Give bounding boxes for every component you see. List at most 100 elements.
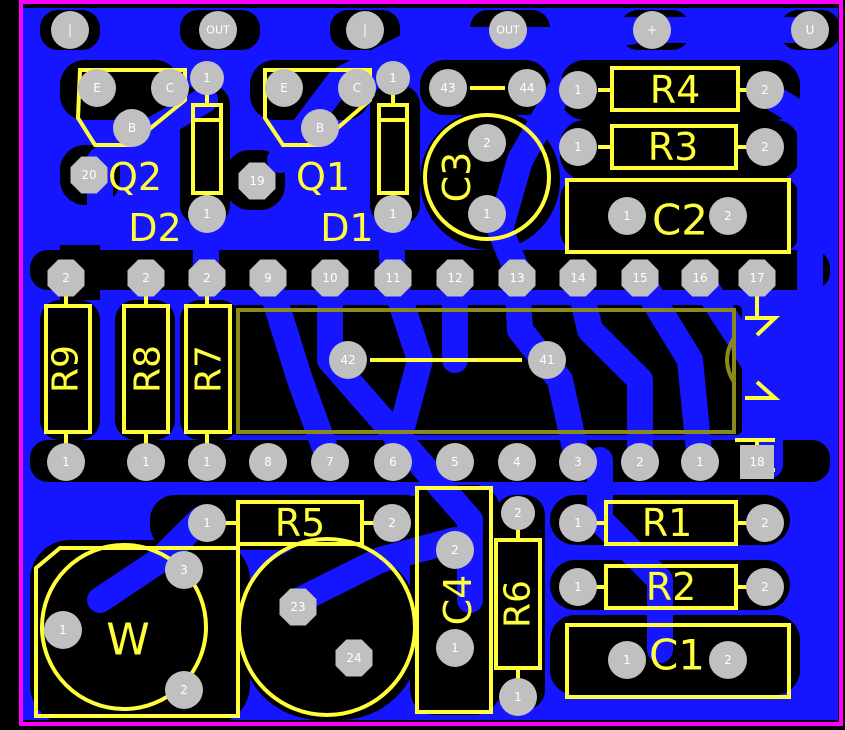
pad-q2-c: C [151, 69, 189, 107]
pad-number: 1 [451, 641, 459, 655]
pad-number: 1 [696, 455, 704, 469]
pad-number: 9 [264, 271, 272, 285]
pad-c1-2: 2 [709, 641, 747, 679]
label-w: W [106, 615, 150, 666]
pad-shape [346, 11, 384, 49]
pad-shape [436, 259, 474, 297]
pad-number: 5 [451, 455, 459, 469]
pad-shape [429, 69, 467, 107]
pad-number: 2 [451, 543, 459, 557]
pad-number: C [166, 81, 174, 95]
pad-number: 13 [509, 271, 524, 285]
pad-p17: 17 [738, 259, 776, 297]
pad-number: | [68, 23, 72, 37]
pad-c4-2: 2 [436, 531, 474, 569]
pad-shape [51, 11, 89, 49]
pad-number: 2 [636, 455, 644, 469]
pad-number: 2 [388, 516, 396, 530]
pad-p18: 18 [740, 445, 774, 479]
pad-number: 2 [142, 271, 150, 285]
pad-number: 2 [761, 83, 769, 97]
label-d1: D1 [320, 206, 373, 250]
pad-shape [489, 11, 527, 49]
pad-r1-2: 2 [746, 504, 784, 542]
pad-p1: 1 [681, 443, 719, 481]
pad-p8: 8 [249, 443, 287, 481]
pad-number: 1 [62, 455, 70, 469]
pad-shape [238, 162, 276, 200]
pad-d2-k: 1 [188, 195, 226, 233]
pad-number: 1 [574, 516, 582, 530]
pad-number: 19 [249, 174, 264, 188]
ic-outline [236, 308, 736, 434]
pad-r7-2: 2 [188, 259, 226, 297]
pad-shape [559, 128, 597, 166]
pad-p20: 20 [70, 156, 108, 194]
pad-number: 1 [574, 580, 582, 594]
pad-shape [559, 71, 597, 109]
pad-shape [501, 496, 535, 530]
pad-shape [329, 341, 367, 379]
pad-p11: 11 [374, 259, 412, 297]
pad-shape [740, 445, 774, 479]
pad-shape [559, 443, 597, 481]
pad-shape [681, 259, 719, 297]
ref-labels: Q2 Q1 D2 D1 R4 R3 C3 C2 R9 R8 R7 R5 C4 R… [46, 68, 709, 680]
pad-number: 2 [514, 506, 522, 520]
pad-q1-e: E [265, 69, 303, 107]
pad-number: B [128, 121, 136, 135]
pad-shape [559, 568, 597, 606]
pad-w-3: 3 [165, 551, 203, 589]
pad-number: 1 [203, 71, 211, 85]
label-r2: R2 [646, 565, 697, 609]
pad-number: 16 [692, 271, 707, 285]
pad-r9-1: 1 [47, 443, 85, 481]
pad-p7: 7 [311, 443, 349, 481]
pad-d1-a: 1 [376, 61, 410, 95]
pad-r6-2: 2 [501, 496, 535, 530]
pad-shape [249, 443, 287, 481]
pad-p6: 6 [374, 443, 412, 481]
pad-number: + [647, 23, 657, 37]
pad-shape [746, 504, 784, 542]
pad-shape [498, 259, 536, 297]
pad-shape [190, 61, 224, 95]
pad-shape [301, 109, 339, 147]
pad-shape [468, 124, 506, 162]
pad-r9-2: 2 [47, 259, 85, 297]
pad-shape [311, 443, 349, 481]
pad-p19: 19 [238, 162, 276, 200]
pad-p9: 9 [249, 259, 287, 297]
pad-d1-k: 1 [374, 195, 412, 233]
label-r8: R8 [128, 345, 169, 393]
pad-number: E [93, 81, 101, 95]
pad-p15: 15 [621, 259, 659, 297]
pad-r5-1: 1 [188, 504, 226, 542]
pad-shape [436, 531, 474, 569]
pad-shape [559, 259, 597, 297]
pad-number: 2 [483, 136, 491, 150]
pad-number: 2 [180, 683, 188, 697]
label-c3: C3 [435, 152, 479, 203]
pad-number: 1 [623, 653, 631, 667]
pad-r4-1: 1 [559, 71, 597, 109]
pad-q1-b: B [301, 109, 339, 147]
pad-shape [709, 197, 747, 235]
pad-number: 11 [385, 271, 400, 285]
pad-shape [528, 341, 566, 379]
pad-c2-2: 2 [709, 197, 747, 235]
pad-w-1: 1 [44, 611, 82, 649]
pad-number: 7 [326, 455, 334, 469]
label-q1: Q1 [296, 155, 350, 199]
pad-shape [376, 61, 410, 95]
pad-number: 10 [322, 271, 337, 285]
pad-shape [335, 639, 373, 677]
board-outline [19, 0, 843, 726]
pad-p-top3: | [346, 11, 384, 49]
pad-shape [127, 443, 165, 481]
pad-shape [436, 629, 474, 667]
pad-q2-b: B [113, 109, 151, 147]
label-r7: R7 [189, 345, 230, 393]
pad-number: 15 [632, 271, 647, 285]
pad-shape [508, 69, 546, 107]
